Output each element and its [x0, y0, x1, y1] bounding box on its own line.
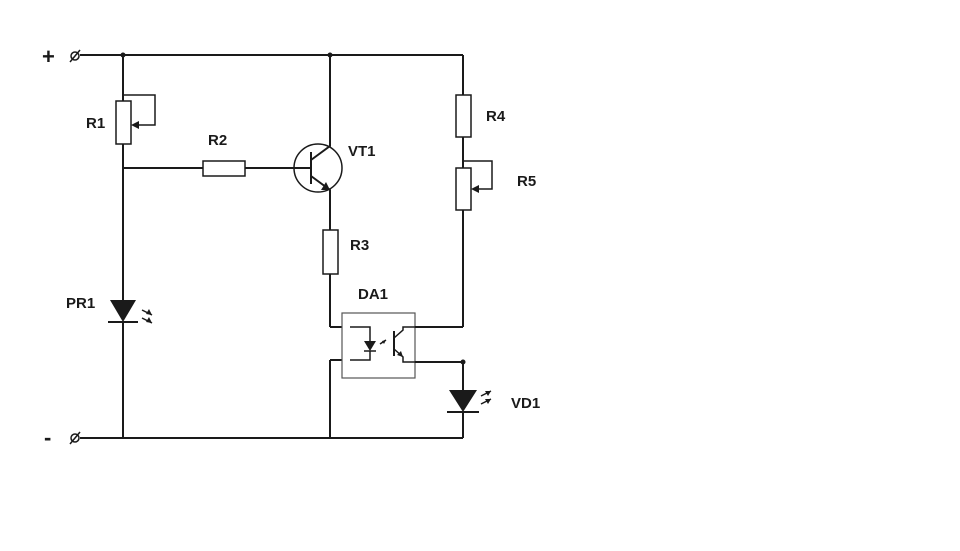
r2-label: R2	[208, 132, 227, 149]
resistor-r2: R2	[202, 132, 246, 177]
negative-terminal: -	[44, 425, 81, 450]
resistor-r3: R3	[322, 229, 369, 275]
negative-terminal-label: -	[44, 425, 51, 450]
positive-terminal-label: +	[42, 44, 55, 69]
photodiode-pr1: PR1	[66, 295, 153, 324]
optocoupler-da1: DA1	[341, 286, 416, 379]
vt1-label: VT1	[348, 143, 376, 160]
led-vd1: VD1	[447, 390, 540, 413]
pr1-label: PR1	[66, 295, 95, 312]
positive-terminal: +	[42, 44, 81, 69]
vd1-label: VD1	[511, 395, 540, 412]
left-branch-wires	[122, 55, 300, 438]
resistor-r1: R1	[86, 94, 156, 145]
resistor-r4: R4	[455, 94, 506, 138]
r3-label: R3	[350, 237, 369, 254]
junction-dots	[120, 52, 466, 365]
transistor-vt1: VT1	[293, 55, 376, 230]
r4-label: R4	[486, 108, 506, 125]
da1-label: DA1	[358, 286, 388, 303]
r1-label: R1	[86, 115, 105, 132]
resistor-r5: R5	[455, 160, 536, 211]
right-branch-wires	[415, 55, 464, 438]
r5-label: R5	[517, 173, 536, 190]
